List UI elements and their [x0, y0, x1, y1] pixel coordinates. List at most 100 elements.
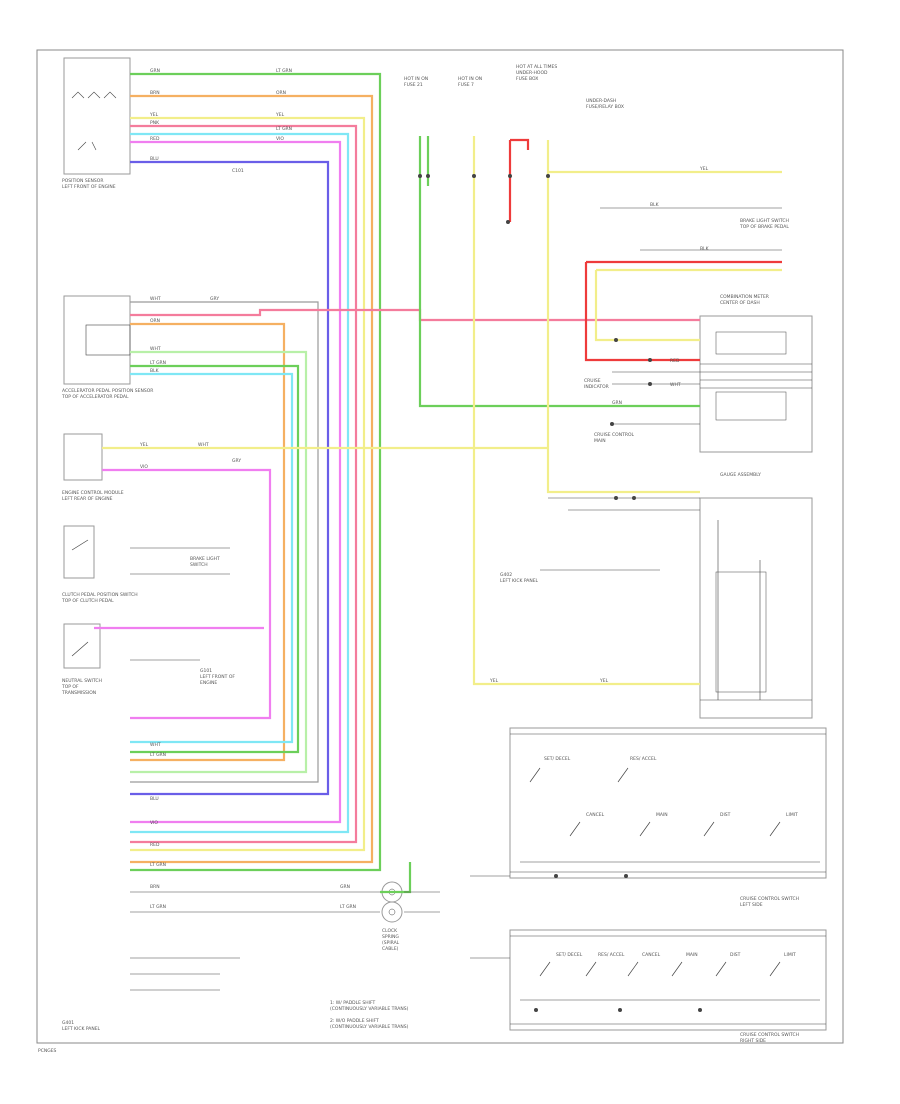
wire-bundle-right	[380, 136, 782, 894]
svg-text:LT GRN: LT GRN	[150, 752, 166, 758]
svg-text:LT GRN: LT GRN	[276, 68, 292, 74]
svg-text:GRY: GRY	[210, 296, 219, 302]
brake-switch-label: BRAKE LIGHT SWITCH	[190, 556, 221, 568]
svg-text:BLK: BLK	[700, 246, 710, 252]
wire-blue	[130, 160, 330, 796]
mains-label: CRUISE CONTROL MAIN	[594, 432, 635, 444]
svg-text:MAIN: MAIN	[686, 952, 698, 958]
line-relay	[600, 207, 782, 251]
svg-text:RED: RED	[150, 136, 160, 142]
svg-text:WHT: WHT	[198, 442, 209, 448]
svg-text:VIO: VIO	[276, 136, 284, 142]
svg-text:YEL: YEL	[599, 678, 609, 684]
pcm-component	[63, 433, 103, 481]
diagram-frame	[36, 49, 844, 1044]
footer-code: PCNGES	[38, 1048, 57, 1054]
spiral-cable-component	[381, 881, 403, 923]
switch-labels-upper: SET/ DECEL RES/ ACCEL CANCEL MAIN DIST L…	[544, 756, 798, 818]
svg-text:DIST: DIST	[720, 812, 731, 818]
wire-green-2	[130, 364, 300, 754]
svg-text:BLK: BLK	[650, 202, 660, 208]
wire-pink-long	[130, 308, 700, 322]
svg-text:LT GRN: LT GRN	[150, 360, 166, 366]
svg-text:GRN: GRN	[612, 400, 622, 406]
accelerator-pedal-sensor-component	[63, 295, 131, 385]
svg-text:LIMIT: LIMIT	[786, 812, 798, 818]
svg-text:YEL: YEL	[139, 442, 149, 448]
accelerator-pedal-label: ACCELERATOR PEDAL POSITION SENSOR TOP OF…	[61, 388, 155, 400]
svg-text:BLK: BLK	[150, 368, 160, 374]
svg-text:PNK: PNK	[150, 120, 160, 126]
svg-text:LT GRN: LT GRN	[150, 862, 166, 868]
line-lower-left	[130, 973, 220, 991]
wire-orange	[130, 94, 374, 864]
line-meter	[612, 371, 700, 425]
svg-text:GRN: GRN	[150, 68, 160, 74]
cruise-switch-1-label: CRUISE CONTROL SWITCH LEFT SIDE	[740, 896, 801, 908]
wire-yellow-brake	[546, 140, 700, 494]
combination-meter-label: COMBINATION METER CENTER OF DASH	[720, 294, 770, 306]
svg-text:YEL: YEL	[489, 678, 499, 684]
svg-text:MAIN: MAIN	[656, 812, 668, 818]
svg-text:LT GRN: LT GRN	[340, 904, 356, 910]
svg-text:WHT: WHT	[150, 346, 161, 352]
svg-text:BRN: BRN	[150, 884, 160, 890]
svg-text:LT GRN: LT GRN	[150, 904, 166, 910]
signal-lines	[130, 207, 782, 991]
svg-text:CANCEL: CANCEL	[586, 812, 605, 818]
wire-orange-2	[130, 322, 286, 762]
cruise-indicator-label: CRUISE INDICATOR	[584, 378, 609, 390]
combination-meter-component	[699, 315, 813, 453]
wire-green-meter	[418, 136, 700, 408]
note-2: 2: W/O PADDLE SHIFT (CONTINUOUSLY VARIAB…	[330, 1018, 409, 1030]
svg-text:WHT: WHT	[150, 296, 161, 302]
g101-label: G101 LEFT FRONT OF ENGINE	[200, 668, 236, 686]
svg-text:BLU: BLU	[150, 796, 159, 802]
g402-label: G402 LEFT KICK PANEL	[500, 572, 539, 584]
wire-magenta-pcm	[102, 468, 272, 720]
neutral-switch-component	[63, 623, 101, 669]
wire-pink	[130, 124, 358, 844]
wire-gray-1	[130, 301, 319, 783]
svg-text:LIMIT: LIMIT	[784, 952, 796, 958]
svg-text:VIO: VIO	[150, 820, 158, 826]
line-brake	[130, 547, 230, 575]
svg-text:GRY: GRY	[232, 458, 241, 464]
svg-text:GRN: GRN	[340, 884, 350, 890]
svg-text:WHT: WHT	[670, 382, 681, 388]
svg-text:VIO: VIO	[140, 464, 148, 470]
brake-light-switch-label: BRAKE LIGHT SWITCH TOP OF BRAKE PEDAL	[739, 218, 790, 230]
svg-text:YEL: YEL	[149, 112, 159, 118]
wire-red-meter	[584, 262, 700, 362]
wire-yellow-meter	[594, 270, 700, 342]
neutral-switch-label: NEUTRAL SWITCH TOP OF TRANSMISSION	[61, 678, 103, 696]
connector-dots	[418, 174, 702, 1012]
wire-light-green	[130, 350, 308, 774]
cruise-switch-2-label: CRUISE CONTROL SWITCH RIGHT SIDE	[740, 1032, 801, 1044]
clutch-switch-label: CLUTCH PEDAL POSITION SWITCH TOP OF CLUT…	[61, 592, 139, 604]
line-cruise-switch	[470, 875, 510, 959]
svg-text:SET/ DECEL: SET/ DECEL	[556, 952, 583, 958]
position-sensor-component	[63, 57, 131, 175]
gauge-assembly-label: GAUGE ASSEMBLY	[720, 472, 761, 478]
brake-switch-component	[63, 525, 95, 579]
gauge-assembly-component	[699, 497, 813, 719]
fuse-box-label: HOT AT ALL TIMES UNDER-HOOD FUSE BOX	[516, 64, 559, 82]
relay-box-label: UNDER-DASH FUSE/RELAY BOX	[586, 98, 624, 110]
g401-label: G401 LEFT KICK PANEL	[62, 1020, 101, 1032]
svg-text:RED: RED	[670, 358, 680, 364]
svg-text:RED: RED	[150, 842, 160, 848]
wire-magenta	[130, 140, 342, 824]
note-1: 1: W/ PADDLE SHIFT (CONTINUOUSLY VARIABL…	[330, 1000, 409, 1012]
svg-text:BLU: BLU	[150, 156, 159, 162]
svg-text:BRN: BRN	[150, 90, 160, 96]
svg-text:C101: C101	[232, 168, 244, 174]
switch-labels-lower: SET/ DECEL RES/ ACCEL CANCEL MAIN DIST L…	[556, 952, 796, 958]
wire-green	[130, 72, 382, 872]
wire-cyan-2	[130, 372, 294, 744]
svg-text:WHT: WHT	[150, 742, 161, 748]
position-sensor-label: POSITION SENSOR LEFT FRONT OF ENGINE	[62, 178, 116, 190]
